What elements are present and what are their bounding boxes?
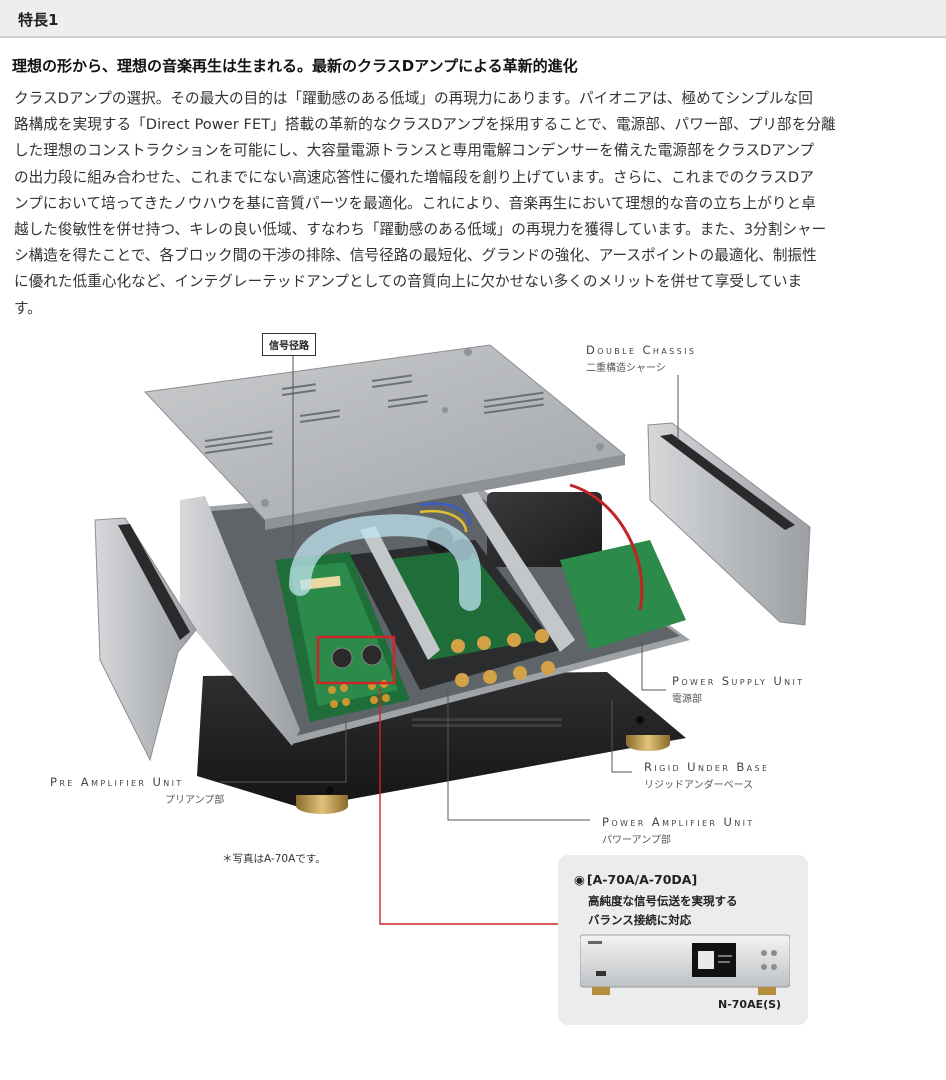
double-chassis-label-jp: 二重構造シャーシ (586, 363, 666, 374)
section-title: 特長1 (18, 11, 59, 29)
signal-path-tag: 信号径路 (262, 333, 316, 356)
photo-note: ＊写真はA-70Aです。 (222, 853, 326, 865)
body-line: した理想のコンストラクションを可能にし、大容量電源トランスと専用電解コンデンサー… (14, 142, 815, 160)
balanced-connection-callout: [A-70A/A-70DA] 高純度な信号伝送を実現する バランス接続に対応 N… (558, 855, 808, 1025)
body-line: クラスDアンプの選択。その最大の目的は「躍動感のある低域」の再現力にあります。パ… (14, 90, 813, 107)
body-line: す。 (14, 299, 42, 317)
body-line: 越した俊敏性を併せ持つ、キレの良い低域、すなわち「躍動感のある低域」の再現力を獲… (14, 221, 827, 239)
body-line: の出力段に組み合わせた、これまでにない高速応答性に優れた増幅段を創り上げています… (14, 168, 814, 186)
rigid-base-label: Rigid Under Base (644, 760, 770, 774)
left-side-panel (94, 517, 197, 762)
rigid-base-label-jp: リジッドアンダーベース (644, 780, 754, 791)
right-side-panel (647, 422, 811, 626)
body-line: シ構造を得たことで、各ブロック間の干渉の排除、信号径路の最短化、グランドの強化、… (14, 247, 817, 265)
body-line: ンプにおいて培ってきたノウハウを基に音質パーツを最適化。これにより、音楽再生にお… (14, 194, 816, 212)
power-amp-label: Power Amplifier Unit (602, 815, 755, 829)
transformer (487, 492, 602, 567)
pre-amp-label-jp: プリアンプ部 (165, 795, 225, 806)
callout-desc-line: 高純度な信号伝送を実現する (588, 894, 738, 908)
body-line: に優れた低重心化など、インテグレーテッドアンプとしての音質向上に欠かせない多くの… (14, 273, 803, 291)
body-paragraph: クラスDアンプの選択。その最大の目的は「躍動感のある低域」の再現力にあります。パ… (14, 86, 932, 322)
double-chassis-label: Double Chassis (586, 343, 697, 357)
callout-desc-line: バランス接続に対応 (588, 913, 692, 927)
headline: 理想の形から、理想の音楽再生は生まれる。最新のクラスDアンプによる革新的進化 (12, 57, 578, 75)
amplifier-exploded-illustration (94, 344, 811, 925)
power-supply-label-jp: 電源部 (672, 694, 702, 705)
callout-product-name: N-70AE(S) (718, 998, 782, 1011)
pre-amp-label: Pre Amplifier Unit (50, 775, 184, 789)
callout-model: [A-70A/A-70DA] (574, 872, 697, 887)
power-supply-label: Power Supply Unit (672, 674, 805, 688)
network-player-image (580, 934, 790, 995)
section-header: 特長1 (0, 0, 946, 38)
callout-description: 高純度な信号伝送を実現する バランス接続に対応 (588, 892, 738, 930)
power-amp-label-jp: パワーアンプ部 (602, 835, 671, 846)
body-line: 路構成を実現する「Direct Power FET」搭載の革新的なクラスDアンプ… (14, 116, 836, 134)
